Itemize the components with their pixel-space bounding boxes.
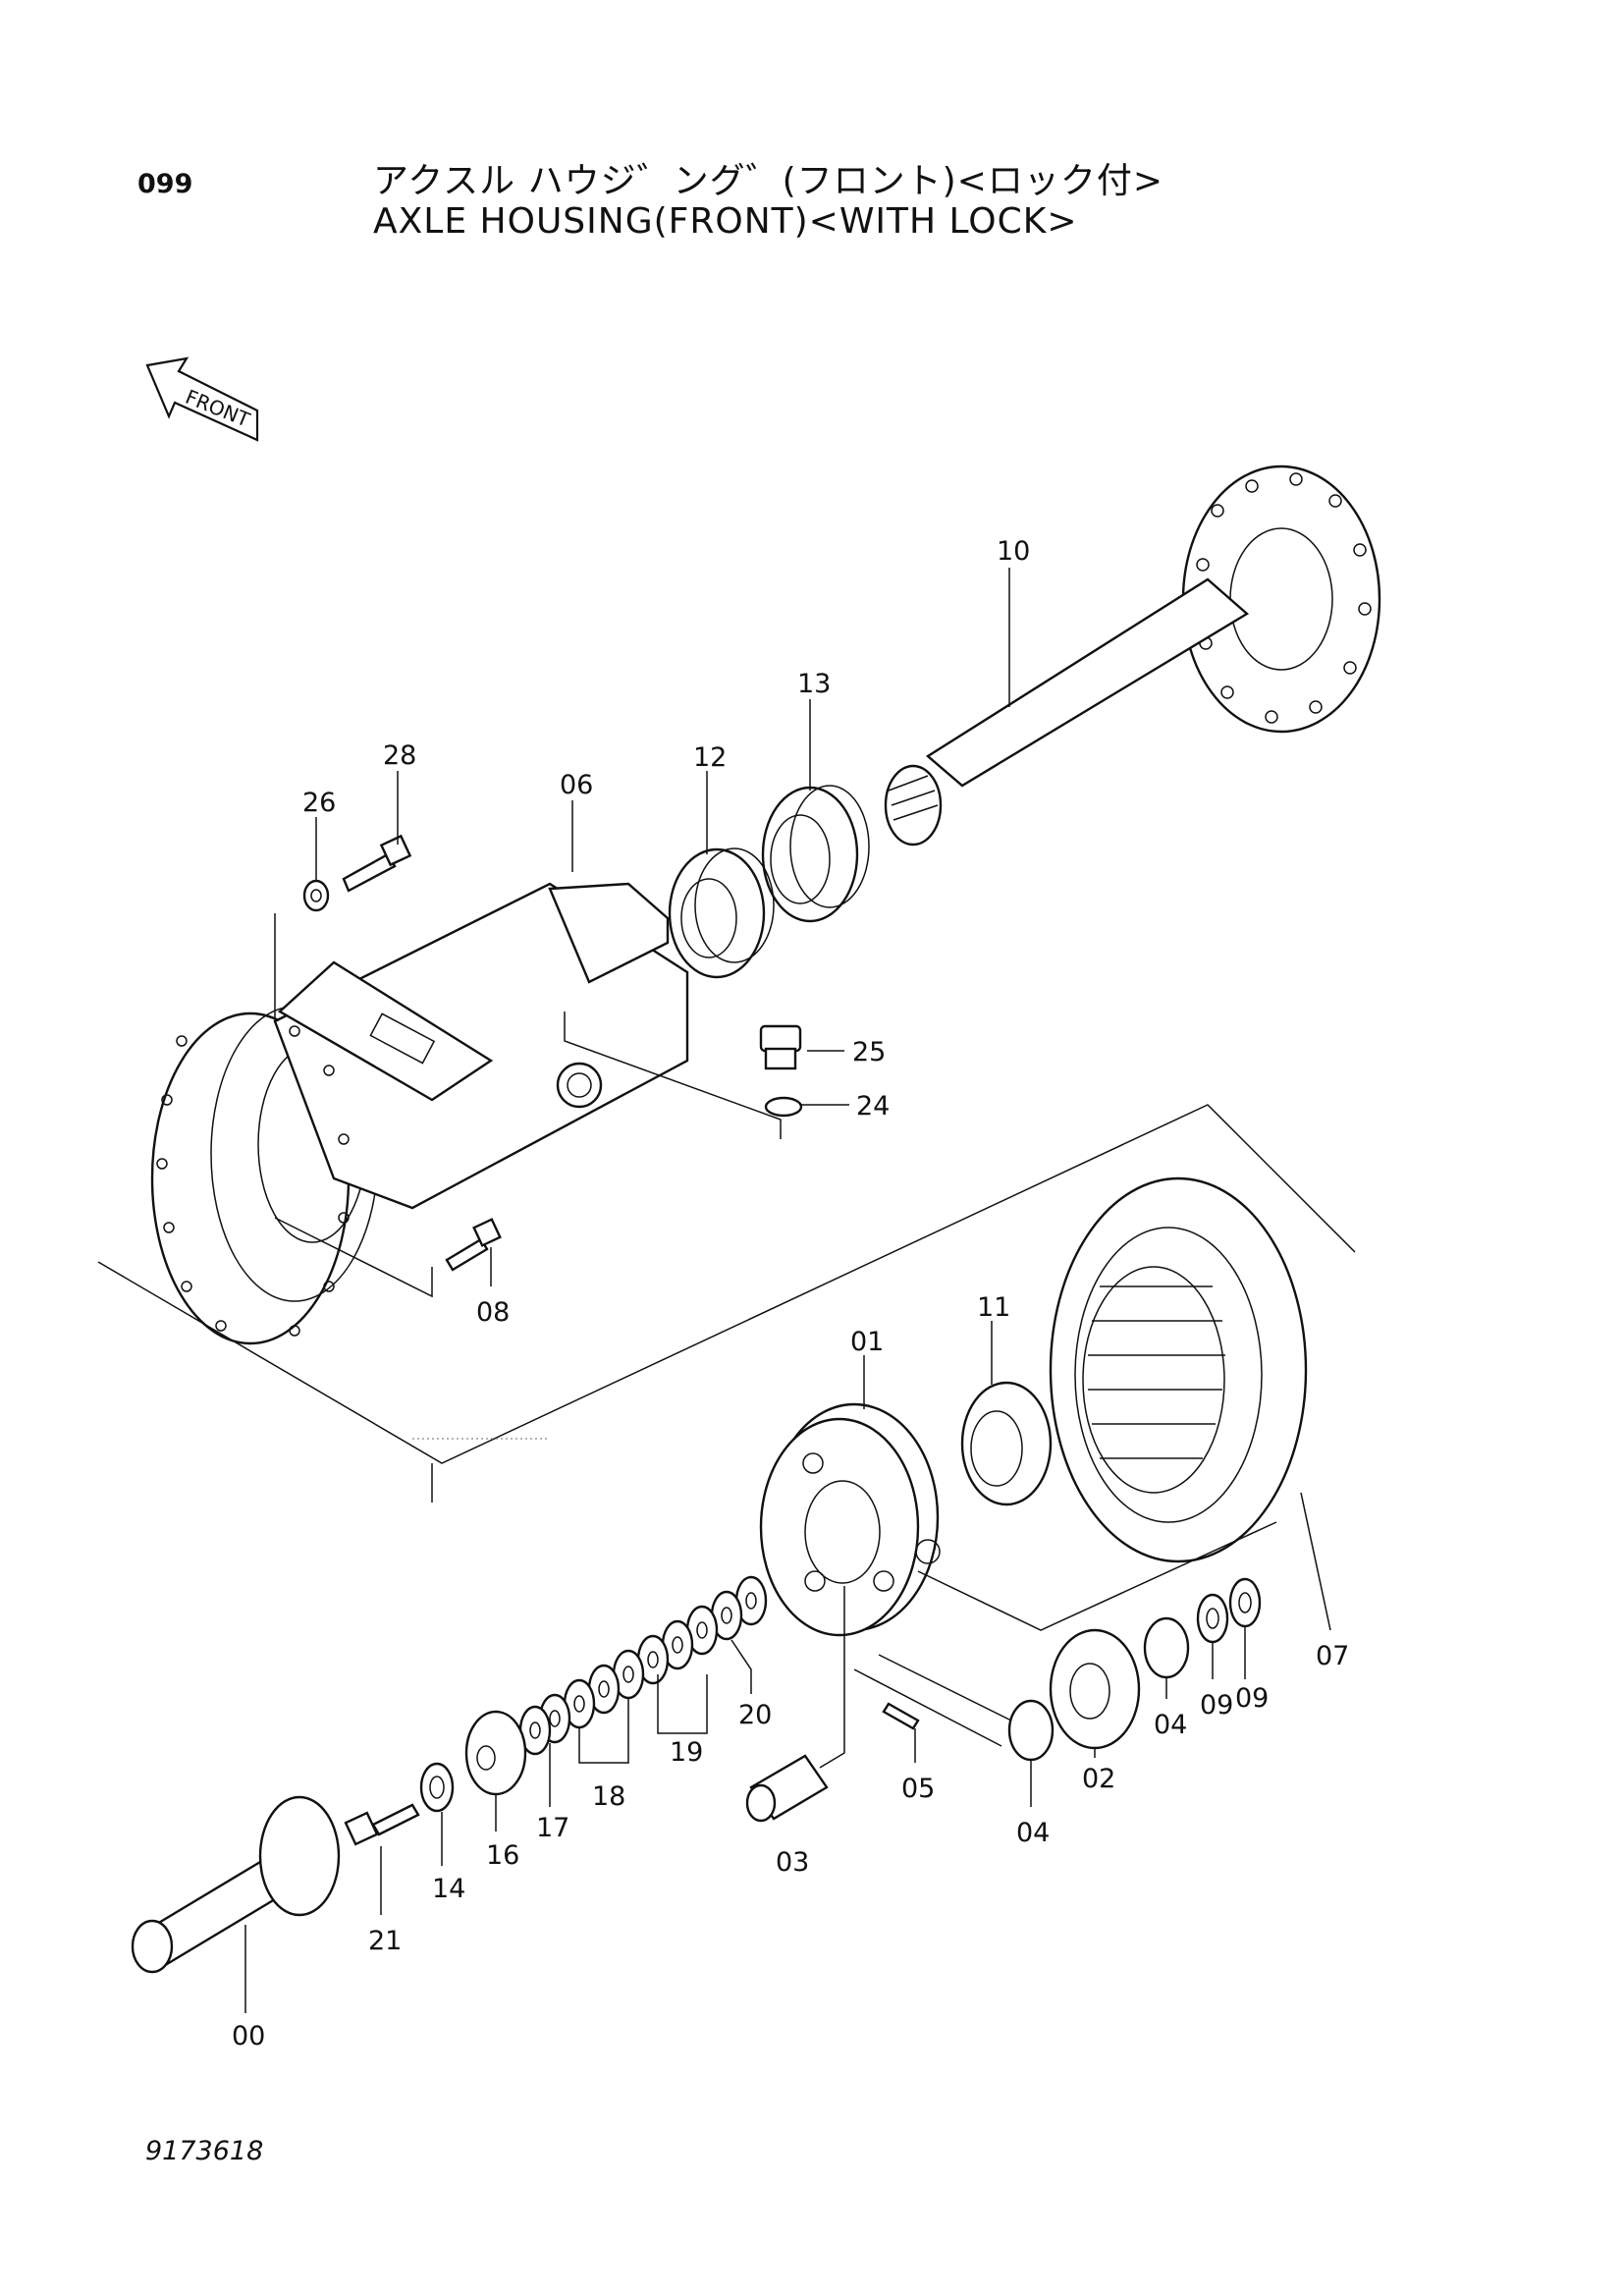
front-arrow-icon: FRONT (145, 356, 259, 442)
axle-shaft-part (884, 465, 1381, 847)
bolt-part (342, 834, 412, 893)
title-english: AXLE HOUSING(FRONT)<WITH LOCK> (373, 201, 1078, 242)
bolt-08-part (445, 1218, 502, 1272)
callout-09-a: 09 (1200, 1690, 1233, 1721)
callout-01: 01 (850, 1327, 884, 1357)
callout-14: 14 (432, 1874, 465, 1904)
callout-19: 19 (670, 1737, 703, 1768)
planet-gear-part (1049, 1628, 1141, 1750)
planet-carrier-part (759, 1402, 941, 1637)
callout-13: 13 (797, 669, 831, 699)
washer-14-part (419, 1762, 455, 1813)
needle-bearing-part (1007, 1616, 1190, 1762)
pin-part (882, 1702, 920, 1730)
callout-02: 02 (1082, 1764, 1115, 1794)
title-japanese: アクスル ハウジ゛ング゛(フロント)<ロック付> (373, 161, 1163, 201)
axle-housing-part (150, 882, 689, 1345)
thrust-washer-part (1196, 1577, 1262, 1644)
leader-lines (244, 568, 1331, 2013)
callout-26: 26 (302, 788, 336, 818)
plug-part (759, 1024, 802, 1070)
callout-11: 11 (977, 1292, 1010, 1323)
callout-labels: 10 13 12 28 26 06 25 24 08 11 01 07 09 0… (232, 536, 1349, 2051)
callout-20: 20 (738, 1700, 772, 1730)
callout-04-a: 04 (1154, 1710, 1187, 1740)
bearing-part (668, 847, 775, 979)
seal-part (761, 785, 870, 923)
callout-16: 16 (486, 1840, 519, 1871)
page-number: 099 (137, 169, 193, 199)
callout-12: 12 (693, 742, 727, 773)
callout-06: 06 (560, 770, 593, 800)
callout-04-b: 04 (1016, 1818, 1050, 1848)
callout-28: 28 (383, 740, 416, 771)
shim-stack-part (518, 1575, 768, 1756)
callout-07: 07 (1316, 1641, 1349, 1671)
bolt-21-part (344, 1803, 420, 1846)
callout-05: 05 (901, 1774, 935, 1804)
callout-25: 25 (852, 1037, 886, 1067)
pin-shaft-part (745, 1754, 829, 1823)
callout-24: 24 (856, 1091, 890, 1121)
drawing-number: 9173618 (145, 2136, 264, 2166)
sun-gear-shaft-part (131, 1795, 341, 1974)
callout-18: 18 (592, 1781, 625, 1812)
assembly-guide-lines (97, 913, 1356, 1747)
thrust-plate-part (464, 1710, 527, 1796)
callout-17: 17 (536, 1813, 569, 1843)
callout-08: 08 (476, 1297, 510, 1328)
washer-part (302, 879, 330, 912)
callout-10: 10 (997, 536, 1030, 567)
o-ring-part (764, 1096, 803, 1118)
ring-gear-part (1049, 1176, 1308, 1563)
callout-00: 00 (232, 2021, 265, 2051)
bearing-11-part (960, 1381, 1053, 1506)
callout-21: 21 (368, 1926, 402, 1956)
callout-03: 03 (776, 1847, 809, 1878)
callout-09-b: 09 (1235, 1683, 1269, 1714)
